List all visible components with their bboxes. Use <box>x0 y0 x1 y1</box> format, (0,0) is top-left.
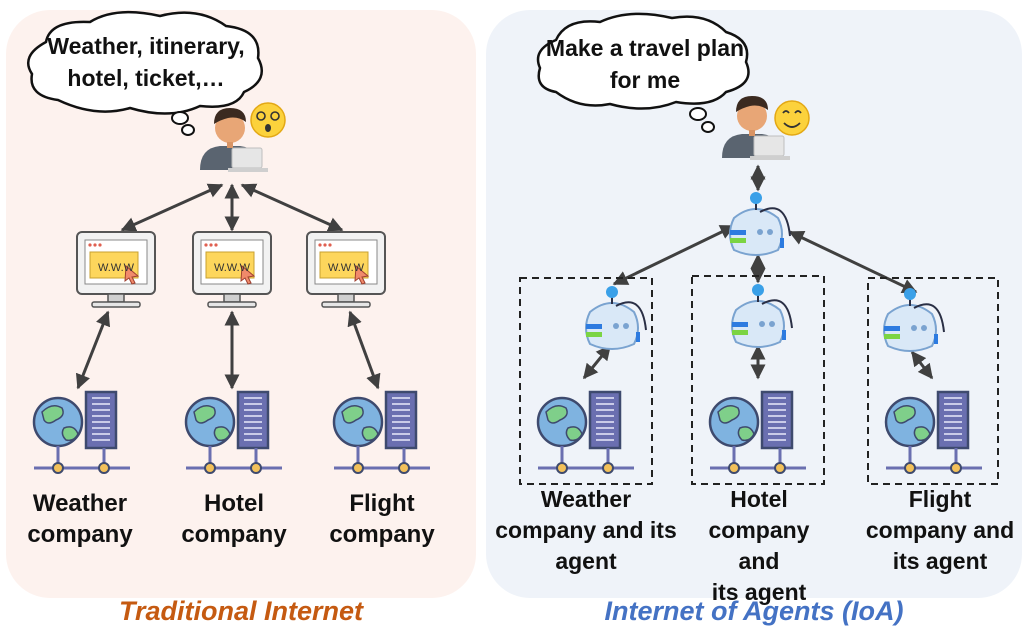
right-bubble-line2: for me <box>609 67 681 93</box>
hotel-label-line1: Hotel <box>204 490 264 517</box>
flight-agent-label: Flight company and its agent <box>862 484 1018 577</box>
left-arrows <box>75 183 381 390</box>
browser-text-weather: W.W.W <box>98 262 135 274</box>
flight-agent-line3: its agent <box>892 548 988 574</box>
flight-agent-line2: company and <box>865 517 1015 543</box>
central-robot-agent-icon <box>729 191 791 256</box>
weather-agent-label: Weather company and its agent <box>494 484 678 577</box>
hotel-label-line2: company <box>181 521 287 548</box>
browser-text-flight: W.W.W <box>328 262 365 274</box>
hotel-robot-agent-icon <box>731 283 793 348</box>
right-arrows <box>582 164 934 380</box>
right-bubble-line1: Make a travel plan <box>545 35 745 61</box>
left-bubble-line1: Weather, itinerary, <box>47 33 245 59</box>
flight-agent-infra-icon <box>884 390 984 475</box>
hotel-agent-line3: its agent <box>711 579 807 605</box>
left-bubble-text: Weather, itinerary, hotel, ticket,… <box>36 30 256 94</box>
dizzy-face-icon <box>250 102 286 138</box>
hotel-agent-box <box>691 275 825 485</box>
flight-label-line2: company <box>329 521 435 548</box>
weather-agent-infra-icon <box>536 390 636 475</box>
weather-robot-agent-icon <box>585 285 647 350</box>
traditional-internet-caption: Traditional Internet <box>118 596 364 626</box>
right-thought-cloud <box>536 12 750 133</box>
hotel-company-label: Hotel company <box>168 488 300 550</box>
weather-label-line2: company <box>27 521 133 548</box>
flight-company-label: Flight company <box>316 488 448 550</box>
left-bubble-line2: hotel, ticket,… <box>67 65 225 91</box>
smiling-face-icon <box>774 100 810 136</box>
hotel-infra-icon <box>184 390 284 475</box>
weather-agent-box <box>519 277 653 485</box>
hotel-agent-infra-icon <box>708 390 808 475</box>
hotel-agent-line2: company and <box>708 517 810 574</box>
hotel-agent-line1: Hotel <box>730 486 788 512</box>
flight-agent-line1: Flight <box>908 486 972 512</box>
right-bubble-text: Make a travel plan for me <box>542 32 748 96</box>
ioa-caption: Internet of Agents (IoA) <box>604 596 904 626</box>
flight-robot-agent-icon <box>883 287 945 352</box>
weather-company-label: Weather company <box>14 488 146 550</box>
weather-label-line1: Weather <box>32 490 128 517</box>
flight-label-line1: Flight <box>349 490 415 517</box>
weather-infra-icon <box>32 390 132 475</box>
flight-infra-icon <box>332 390 432 475</box>
weather-agent-line2: company and its <box>495 517 677 543</box>
hotel-agent-label: Hotel company and its agent <box>686 484 832 608</box>
flight-agent-box <box>867 277 999 485</box>
weather-agent-line3: agent <box>555 548 617 574</box>
weather-agent-line1: Weather <box>540 486 632 512</box>
left-thought-cloud <box>27 10 263 136</box>
browser-text-hotel: W.W.W <box>214 262 251 274</box>
